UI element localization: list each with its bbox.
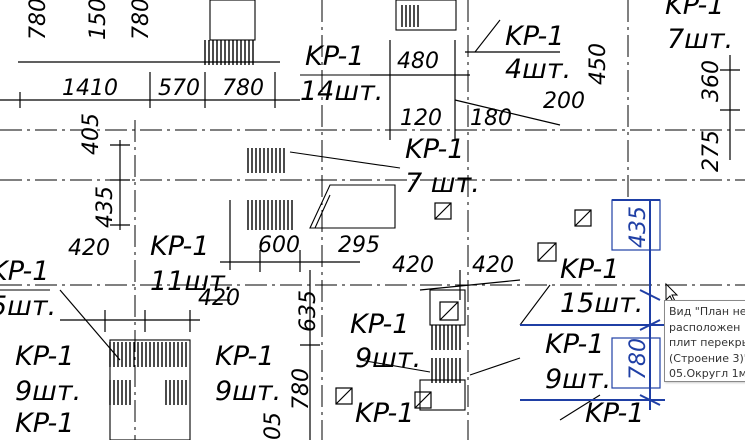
tooltip-line: плит перекры [669, 336, 745, 349]
mark-label: KP-1 [350, 309, 409, 340]
selected-dimension[interactable] [520, 199, 665, 410]
mark-qty: 4шт. [505, 54, 571, 85]
tooltip-line: расположен [669, 320, 741, 334]
dim-value: 05 [261, 412, 286, 440]
dim-value: 420 [472, 253, 514, 278]
dim-value: 200 [543, 89, 585, 114]
dim-value: 420 [392, 253, 434, 278]
mark-label: KP-1 [305, 41, 364, 72]
dim-value: 780 [26, 0, 51, 40]
mark-label: KP-1 [15, 341, 74, 372]
mark-label: KP-1 [585, 398, 644, 429]
hatch-a [204, 40, 254, 65]
mark-qty: 5шт. [0, 291, 56, 322]
leader-lines [0, 19, 601, 421]
dim-value: 780 [289, 368, 314, 410]
selected-dim-value[interactable]: 435 [626, 206, 651, 248]
dim-value: 435 [93, 186, 118, 228]
hatch-c [247, 200, 293, 230]
hatch-b [247, 148, 285, 173]
mark-qty: 15шт. [560, 288, 643, 319]
dim-value: 150 [86, 0, 111, 40]
dim-value: 360 [699, 60, 724, 102]
mark-qty: 9шт. [15, 376, 81, 407]
hatch-e [431, 325, 461, 350]
dim-value: 405 [79, 113, 104, 155]
mark-label: KP-1 [215, 341, 274, 372]
dim-value: 420 [68, 236, 110, 261]
dim-value: 570 [158, 76, 200, 101]
dim-value: 780 [129, 0, 154, 40]
dim-value: 275 [699, 130, 724, 172]
tooltip-line: (Строение 3)" [669, 351, 745, 365]
mark-label: KP-1 [545, 329, 604, 360]
mark-qty: 9шт. [545, 364, 611, 395]
dim-value: 600 [258, 233, 300, 258]
mark-label: KP-1 [560, 254, 619, 285]
dim-value: 420 [198, 286, 240, 311]
mark-label: KP-1 [15, 408, 74, 439]
hatch-d [109, 342, 187, 367]
mark-qty: 7шт. [667, 24, 733, 55]
tooltip-line: Вид "План не [669, 305, 745, 318]
dim-value: 635 [296, 290, 321, 332]
mark-label: KP-1 [505, 21, 564, 52]
dim-value: 180 [470, 106, 512, 131]
hatch-g [109, 380, 187, 405]
dim-value: 780 [222, 76, 264, 101]
mark-qty: 11шт. [150, 266, 233, 297]
selected-dim-value[interactable]: 780 [626, 338, 651, 380]
mark-label: KP-1 [665, 0, 724, 21]
dim-value: 295 [338, 233, 380, 258]
hatching [109, 5, 461, 405]
dim-value: 480 [397, 49, 439, 74]
dim-value: 450 [586, 43, 611, 85]
dim-value: 120 [400, 106, 442, 131]
dim-value: 1410 [62, 76, 118, 101]
mark-qty: 14шт. [300, 76, 383, 107]
mark-label: KP-1 [150, 231, 209, 262]
mark-label: KP-1 [355, 398, 414, 429]
mark-qty: 9шт. [215, 376, 281, 407]
hatch-h [401, 5, 419, 27]
mark-label: KP-1 [0, 256, 49, 287]
mark-qty: 9шт. [355, 343, 421, 374]
hover-tooltip: Вид "План не расположен плит перекры (Ст… [664, 300, 745, 382]
tooltip-line: 05.Округл 1м [669, 367, 745, 380]
mark-qty: 7 шт. [405, 168, 480, 199]
mark-label: KP-1 [405, 134, 464, 165]
square-symbols [335, 202, 592, 409]
hatch-f [431, 358, 461, 383]
